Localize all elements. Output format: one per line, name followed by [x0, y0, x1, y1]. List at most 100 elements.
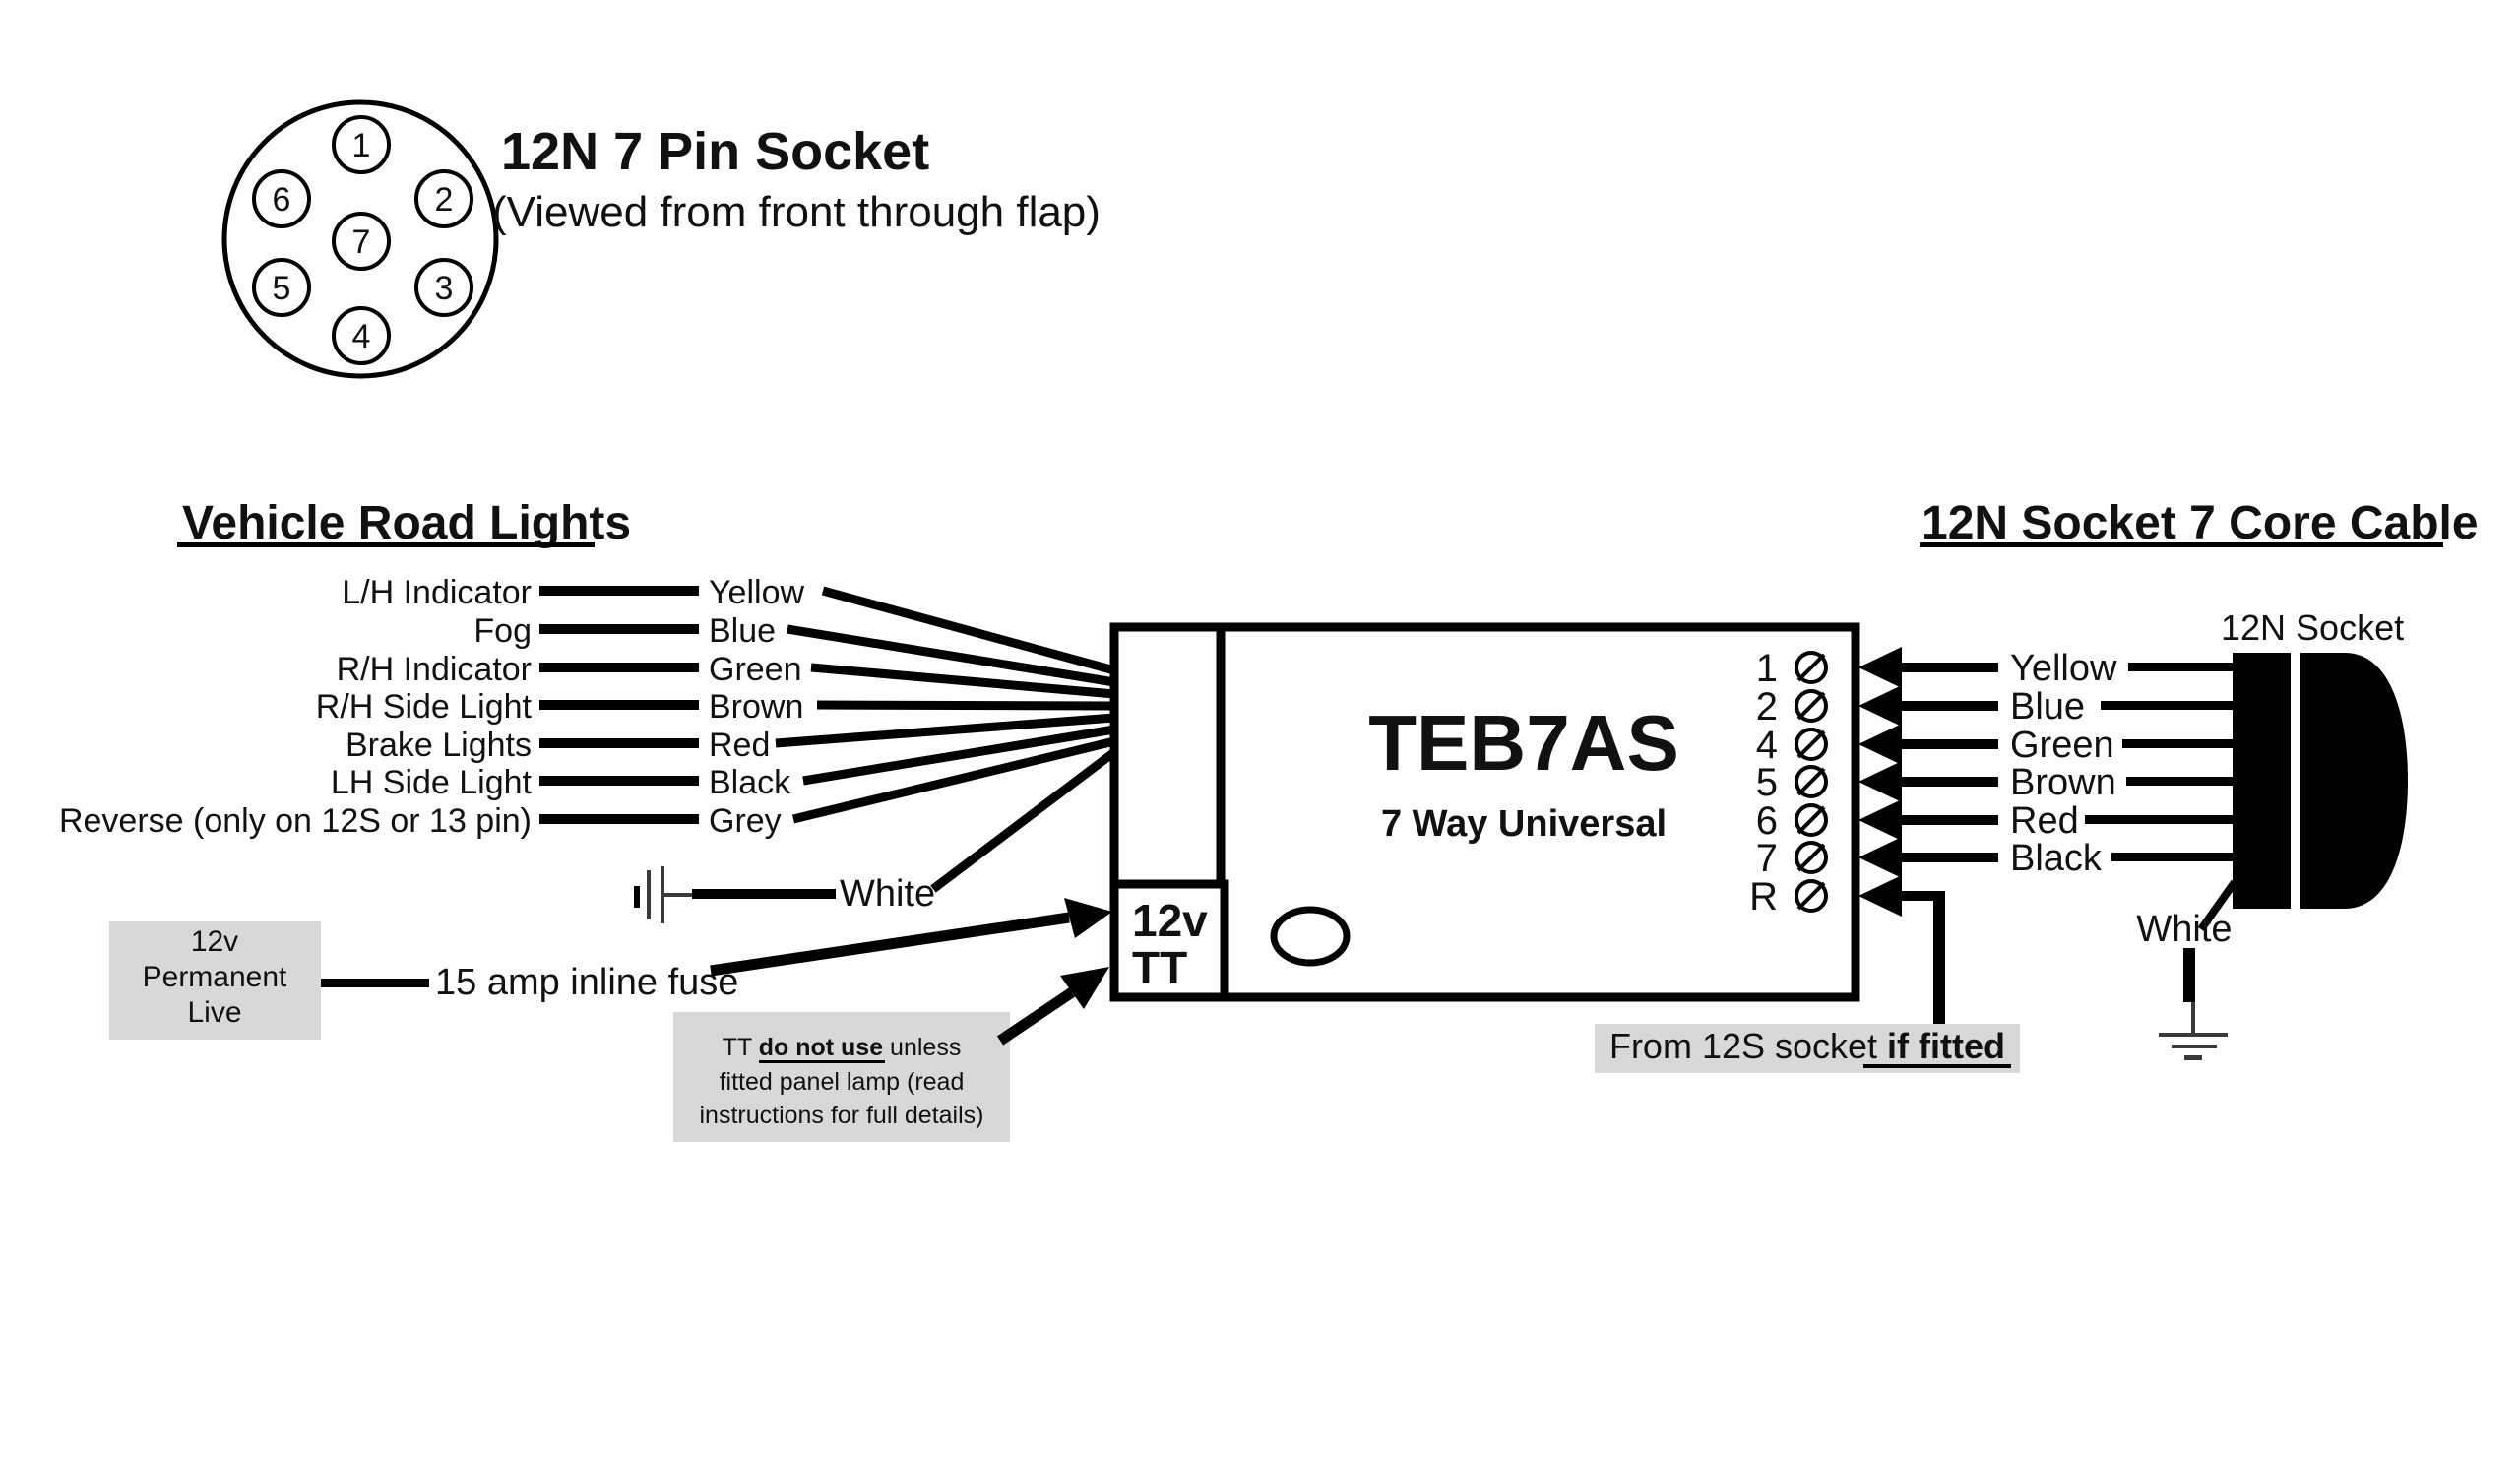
- tt-note-wire: [996, 987, 1076, 1046]
- pin-4-number: 4: [352, 318, 371, 355]
- tt-note-line2: fitted panel lamp (read: [720, 1068, 965, 1096]
- unit-type: 7 Way Universal: [1381, 803, 1667, 845]
- svg-text:6: 6: [1756, 799, 1778, 843]
- terminal-7: 7: [1756, 837, 1828, 880]
- vehicle-heading: Vehicle Road Lights: [182, 497, 631, 549]
- wire-black: [802, 725, 1115, 786]
- pin-4-circle: [332, 306, 391, 365]
- socket-white-label: White: [2136, 909, 2232, 950]
- svg-text:2: 2: [1756, 685, 1778, 729]
- earth-ground-icon: [2159, 1002, 2228, 1060]
- terminal-4: 4: [1756, 724, 1828, 767]
- function-label: R/H Side Light: [316, 688, 533, 726]
- wire-stub: [539, 624, 699, 634]
- pin-7-number: 7: [352, 223, 371, 261]
- permanent-live-line2: Permanent: [143, 961, 287, 993]
- wire-red: [775, 713, 1115, 748]
- function-label: Reverse (only on 12S or 13 pin): [59, 802, 532, 840]
- pin-6-number: 6: [273, 181, 291, 219]
- unit-model: TEB7AS: [1368, 699, 1679, 787]
- pin-3-circle: [414, 258, 473, 317]
- svg-text:Red: Red: [2010, 800, 2079, 842]
- white-wire-label: White: [840, 873, 935, 915]
- core-red: Red: [1858, 799, 2233, 842]
- pin-6-circle: [252, 169, 311, 228]
- tt-note-arrowhead: [1060, 967, 1109, 1009]
- unit-oval-opening: [1270, 906, 1351, 967]
- permanent-live-box: [109, 921, 321, 1040]
- fuse-label: 15 amp inline fuse: [435, 962, 738, 1003]
- permanent-live-line3: Live: [187, 996, 241, 1029]
- socket-label: 12N Socket: [2221, 607, 2404, 648]
- fuse-wire-arrowhead: [1064, 898, 1112, 938]
- aux-port-line1: 12v: [1132, 895, 1208, 946]
- core-brown: Brown: [1858, 761, 2233, 803]
- core-black: Black: [1858, 837, 2233, 879]
- socket-white-lead: [2183, 948, 2195, 1002]
- permanent-live-line1: 12v: [191, 925, 238, 958]
- svg-text:Yellow: Yellow: [2010, 648, 2117, 689]
- function-label: LH Side Light: [331, 764, 533, 801]
- vehicle-road-lights: Vehicle Road Lights L/H Indicator Yellow…: [59, 497, 1117, 1142]
- pin-socket-legend: 1 2 3 4 5 6 7 12N 7 Pin Socket (Viewed f…: [221, 99, 1101, 379]
- function-label: Brake Lights: [346, 727, 532, 764]
- wire-color-label: Blue: [709, 612, 776, 650]
- trailer-cable-section: 12N Socket 7 Core Cable Yellow Blue Gree…: [1595, 497, 2479, 1073]
- wire-color-label: Red: [709, 727, 770, 764]
- aux-port-box: [1109, 879, 1229, 1002]
- wire-color-label: Grey: [709, 802, 782, 840]
- pin-legend-subtitle: (Viewed from front through flap): [492, 188, 1101, 236]
- pin-2-number: 2: [435, 181, 454, 219]
- wire-stub: [539, 700, 699, 710]
- wire-color-label: Green: [709, 651, 802, 688]
- wire-white: [930, 748, 1117, 893]
- svg-text:1: 1: [1756, 647, 1778, 690]
- wire-brown: [816, 700, 1115, 711]
- vehicle-heading-underline: [177, 542, 595, 547]
- core-yellow: Yellow: [1858, 647, 2233, 689]
- terminal-2: 2: [1756, 685, 1828, 729]
- svg-text:4: 4: [1756, 724, 1778, 767]
- wire-blue: [787, 624, 1115, 687]
- pin-1-circle: [332, 115, 391, 174]
- pin-2-circle: [414, 169, 473, 228]
- white-wire-stub: [692, 889, 836, 899]
- socket-body: [2233, 653, 2408, 909]
- svg-text:Brown: Brown: [2010, 762, 2116, 803]
- svg-text:7: 7: [1756, 837, 1778, 880]
- unit-outline: [1109, 622, 1860, 1002]
- terminal-5: 5: [1756, 761, 1828, 804]
- pin-5-circle: [252, 258, 311, 317]
- pin-1-number: 1: [352, 127, 371, 164]
- svg-text:Black: Black: [2010, 838, 2103, 879]
- from-12s-label: From 12S socket if fitted: [1609, 1026, 2005, 1066]
- function-label: L/H Indicator: [342, 574, 532, 611]
- teb7as-unit: 12v TT TEB7AS 7 Way Universal 1 2 4 5 6: [1109, 622, 1860, 1002]
- wire-stub: [539, 814, 699, 824]
- wire-color-label: Brown: [709, 688, 803, 726]
- aux-port-line2: TT: [1132, 942, 1187, 993]
- core-reverse-from-12s: [1858, 875, 1945, 1026]
- function-label: R/H Indicator: [337, 651, 532, 688]
- wire-color-label: Black: [709, 764, 791, 801]
- tt-note-underline: [759, 1060, 885, 1063]
- function-label: Fog: [473, 612, 532, 650]
- core-blue: Blue: [1858, 685, 2233, 728]
- svg-text:Blue: Blue: [2010, 686, 2085, 728]
- from-12s-underline: [1863, 1064, 2011, 1068]
- tt-note-line3: instructions for full details): [699, 1102, 983, 1129]
- terminal-1: 1: [1756, 647, 1828, 690]
- wire-color-label: Yellow: [709, 574, 804, 611]
- terminal-r: R: [1749, 875, 1828, 919]
- pin-3-number: 3: [435, 270, 454, 307]
- pin-legend-title: 12N 7 Pin Socket: [501, 122, 929, 181]
- core-green: Green: [1858, 724, 2233, 766]
- permanent-live-wire: [321, 979, 429, 987]
- wire-stub: [539, 663, 699, 672]
- wire-stub: [539, 586, 699, 596]
- pin-5-number: 5: [273, 270, 291, 307]
- pin-7-circle: [332, 212, 391, 271]
- svg-text:R: R: [1749, 875, 1778, 919]
- trailer-heading: 12N Socket 7 Core Cable: [1922, 497, 2479, 549]
